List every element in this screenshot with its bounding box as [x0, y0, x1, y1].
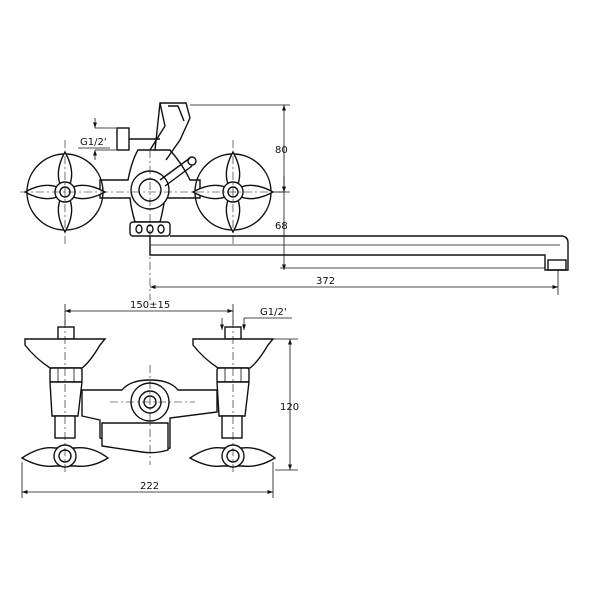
dim-label-150: 150±15: [130, 300, 170, 311]
diverter-knob: [130, 156, 197, 210]
dim-label-120: 120: [280, 402, 299, 413]
shower-outlet: [116, 102, 191, 161]
thread-label-front: G1/2': [260, 307, 287, 318]
front-body: [81, 379, 218, 454]
spout-nut: [129, 221, 171, 237]
dim-label-222: 222: [140, 481, 159, 492]
height-dimension-68: 68: [275, 176, 545, 270]
center-distance-dimension: 150±15: [64, 300, 234, 325]
dim-label-80: 80: [275, 145, 288, 156]
width-dimension-222: 222: [21, 462, 274, 498]
thread-dimension-front: G1/2': [220, 307, 292, 330]
dim-label-372: 372: [316, 276, 335, 287]
height-dimension-120: 120: [273, 338, 299, 471]
front-view: 150±15 G1/2': [20, 300, 299, 498]
spout-length-dimension: 372: [150, 270, 559, 295]
top-view: G1/2' 80 68 372: [20, 102, 569, 300]
thread-label-top: G1/2': [80, 137, 107, 148]
dim-label-68: 68: [275, 221, 288, 232]
thread-dimension-top: G1/2': [78, 118, 116, 160]
mixer-body: [99, 149, 201, 223]
spout: [149, 235, 569, 271]
